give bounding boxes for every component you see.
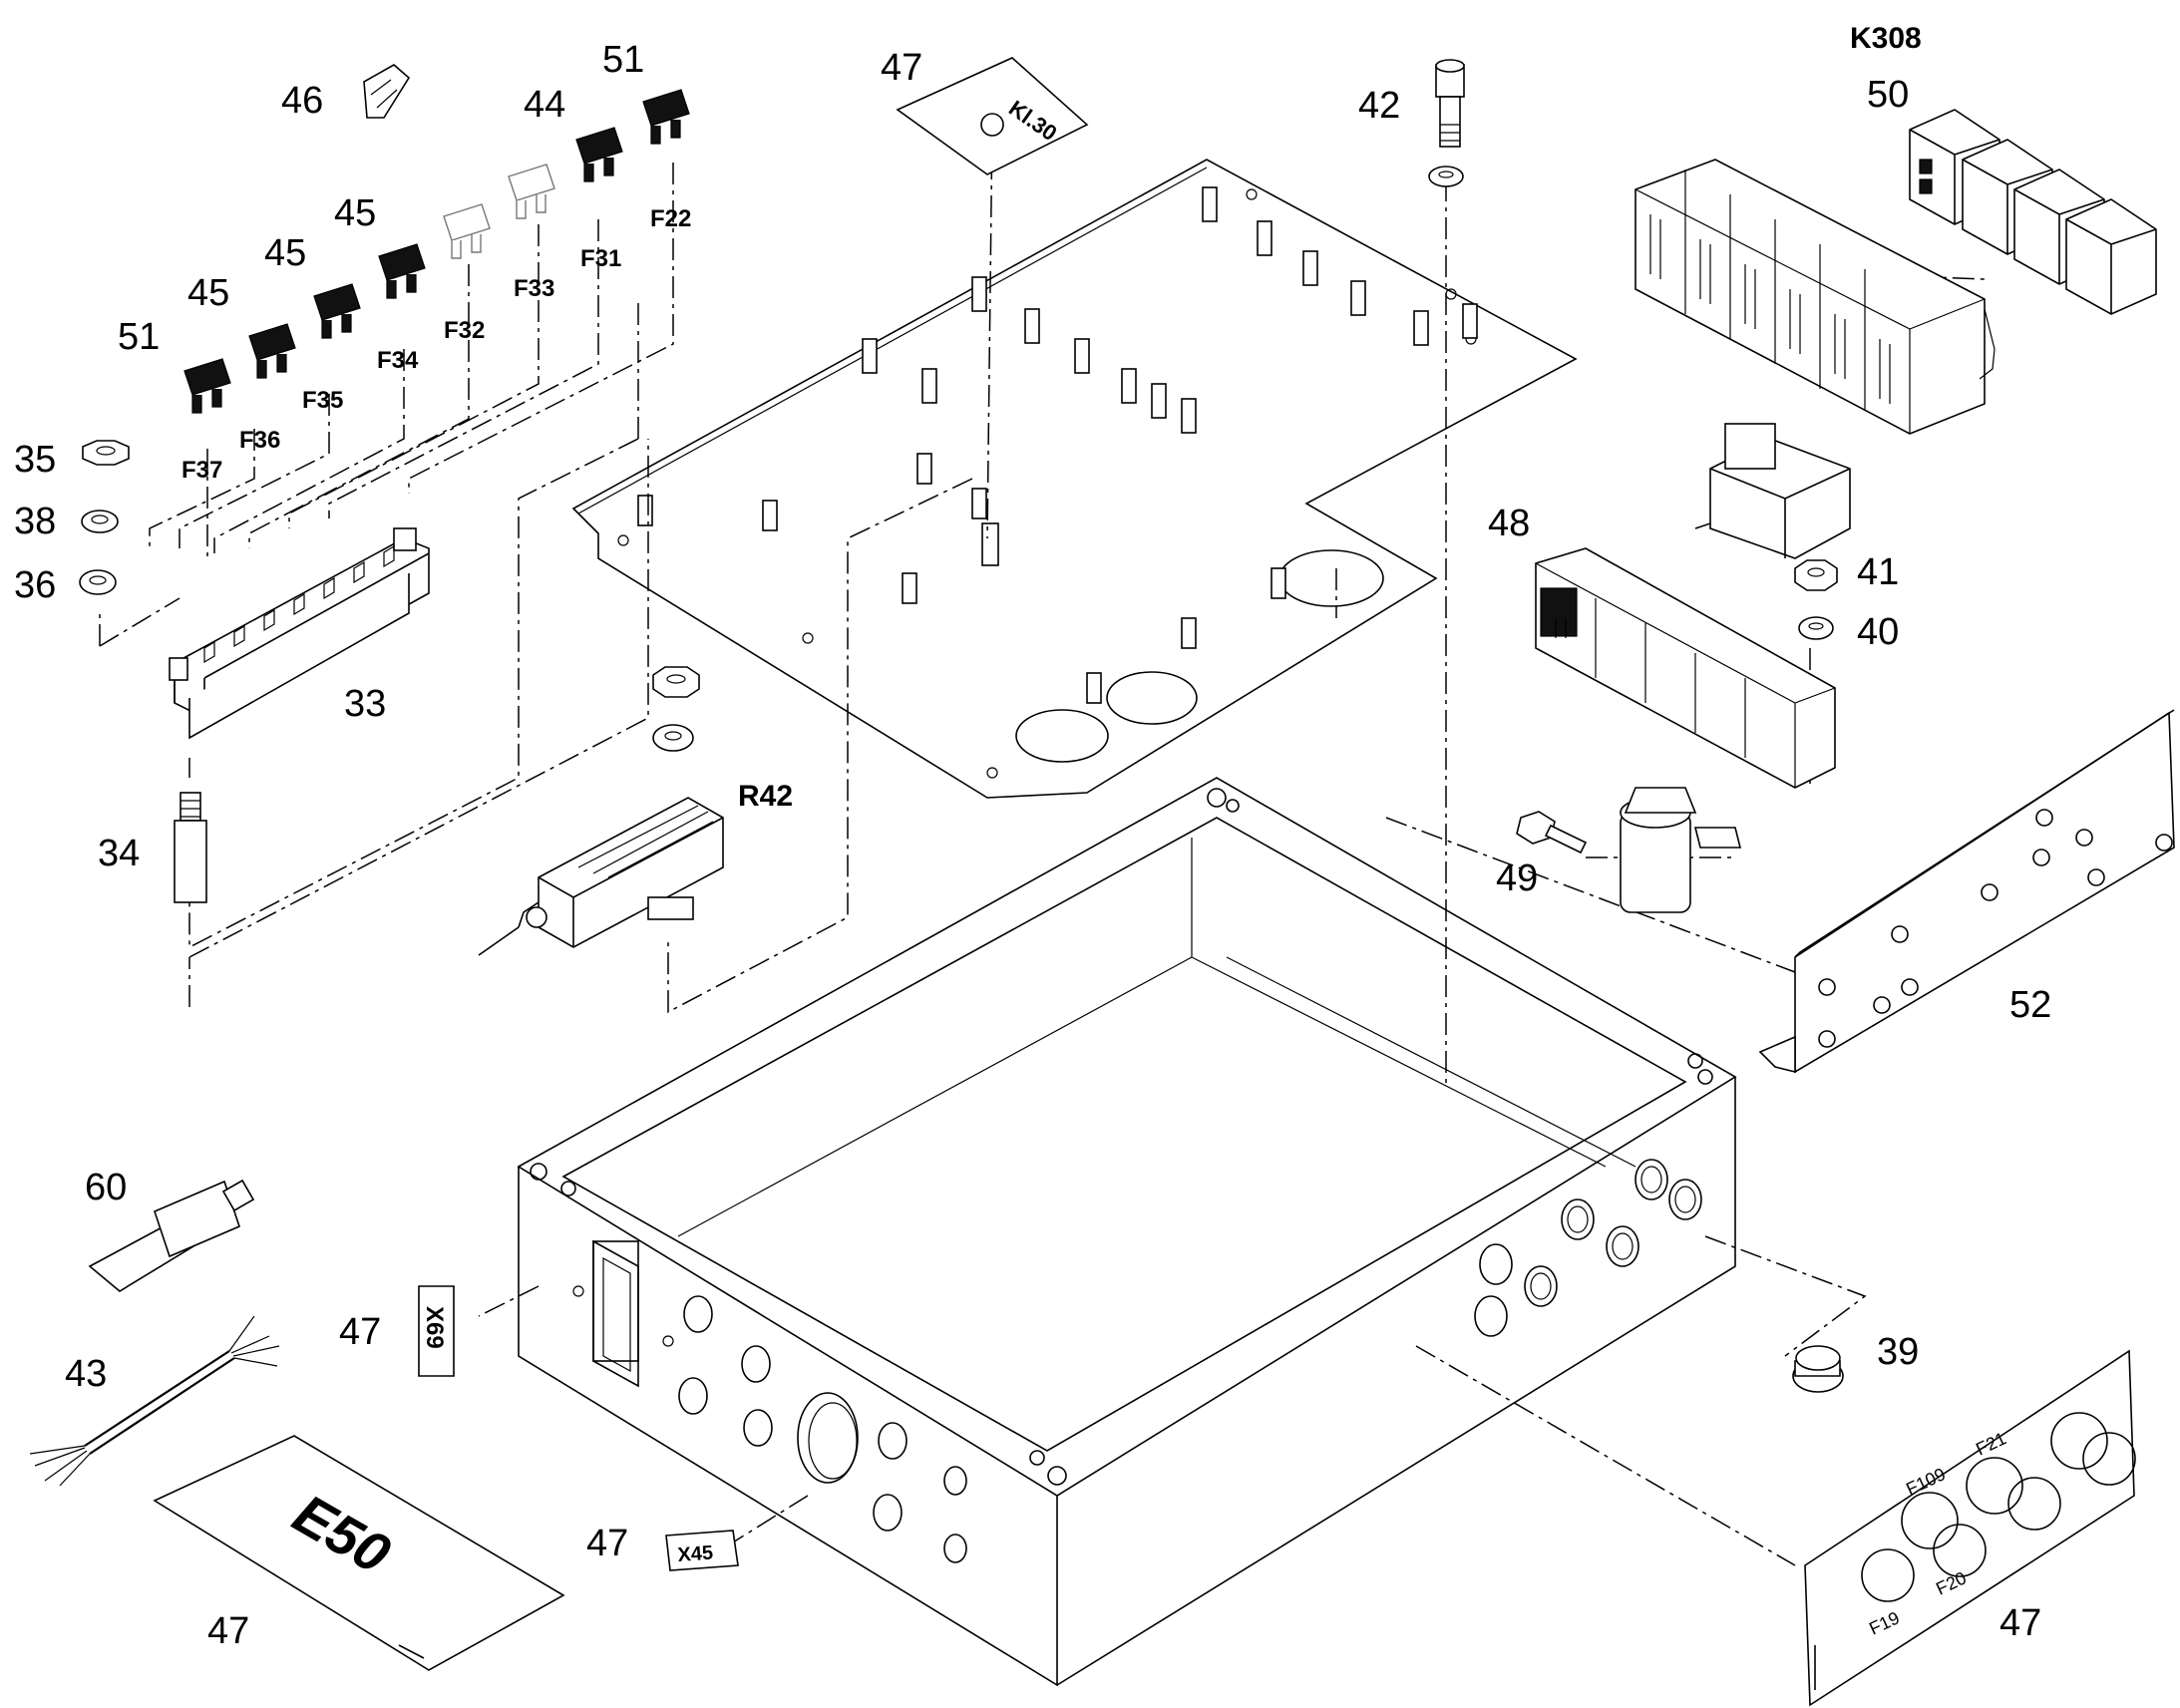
callout-48: 48 <box>1488 503 1530 544</box>
blade-fuse-f36 <box>248 323 296 379</box>
fuse-label-f31: F31 <box>580 245 621 272</box>
callout-41: 41 <box>1857 551 1899 593</box>
fuse-label-sheet: F109 F21 F19 F20 <box>1804 1349 2136 1707</box>
x45-label-tag: X45 <box>665 1530 739 1571</box>
fuse-puller-icon <box>363 64 411 119</box>
relay-label-k308: K308 <box>1850 22 1922 55</box>
mounting-plate <box>571 159 1578 799</box>
resistor-r42 <box>478 797 724 956</box>
enclosure-box <box>517 777 1737 1687</box>
grease-tube <box>88 1179 255 1292</box>
flat-washer <box>79 569 117 595</box>
cable-wire-harness <box>29 1315 280 1487</box>
callout-47-top: 47 <box>881 47 922 89</box>
callout-38: 38 <box>14 501 56 542</box>
callout-51-left: 51 <box>118 316 160 358</box>
fuse-label-f32: F32 <box>444 317 485 344</box>
screw-washer <box>1428 166 1464 187</box>
callout-47-x69: 47 <box>339 1311 381 1353</box>
callout-35: 35 <box>14 439 56 481</box>
connector-washer <box>1798 616 1834 640</box>
standoff-spacer <box>174 792 207 903</box>
callout-44: 44 <box>524 84 565 126</box>
plug-connector <box>1709 423 1851 559</box>
mounting-bracket <box>1758 709 2175 1074</box>
fuse-holder-block <box>169 527 430 740</box>
hex-nut <box>82 440 130 466</box>
x69-label: X69 <box>421 1306 448 1349</box>
blade-fuse-f35 <box>313 283 361 339</box>
callout-36: 36 <box>14 564 56 606</box>
blade-fuse-f22 <box>642 89 690 145</box>
callout-49: 49 <box>1496 857 1538 899</box>
callout-47-fuse-sheet: 47 <box>1999 1602 2041 1644</box>
fuse-label-f22: F22 <box>650 205 691 232</box>
diode-screw <box>1516 811 1588 854</box>
callout-42: 42 <box>1358 85 1400 127</box>
callout-40: 40 <box>1857 611 1899 653</box>
fuse-label-f36: F36 <box>239 427 280 454</box>
resistor-label-r42: R42 <box>738 780 793 813</box>
callout-45-b: 45 <box>264 232 306 274</box>
resistor-nut <box>652 666 700 698</box>
kl30-label-sheet: Kl.30 <box>896 57 1089 175</box>
fuse-label-f37: F37 <box>182 457 222 484</box>
connector-nut <box>1794 559 1838 591</box>
leader-lines <box>99 119 1986 1566</box>
fuse-label-f33: F33 <box>514 275 554 302</box>
relay-module-3 <box>2065 198 2157 315</box>
callout-52: 52 <box>2009 984 2051 1026</box>
relay-socket-strip <box>1635 159 1996 435</box>
callout-47-e50: 47 <box>207 1610 249 1652</box>
x45-label: X45 <box>677 1542 714 1566</box>
callout-45-c: 45 <box>187 272 229 314</box>
blade-fuse-f34 <box>378 243 426 299</box>
callout-50: 50 <box>1867 74 1909 116</box>
fuse-labels: F22 F31 F33 F32 F34 F35 F36 F37 K308 R42 <box>182 22 1922 813</box>
lock-washer <box>81 510 119 533</box>
callout-43: 43 <box>65 1353 107 1395</box>
callout-51-top: 51 <box>602 39 644 81</box>
blade-fuse-f33 <box>508 164 555 219</box>
resistor-washer <box>652 724 694 752</box>
blade-fuse-f32 <box>443 203 491 259</box>
blade-fuse-f31 <box>575 127 623 182</box>
fuse-label-f34: F34 <box>377 347 419 374</box>
callout-33: 33 <box>344 683 386 725</box>
callout-47-x45: 47 <box>586 1523 628 1564</box>
callout-46: 46 <box>281 80 323 122</box>
blanking-plug <box>1792 1345 1844 1393</box>
callout-34: 34 <box>98 833 140 874</box>
terminal-connector-strip <box>1535 547 1836 789</box>
cap-screw <box>1435 59 1465 148</box>
x69-label-tag: X69 <box>418 1285 455 1377</box>
fuse-label-f35: F35 <box>302 387 343 414</box>
callout-39: 39 <box>1877 1331 1919 1373</box>
callout-60: 60 <box>85 1167 127 1208</box>
capacitor-component <box>1620 787 1742 913</box>
plate-studs <box>637 186 1478 704</box>
blade-fuse-f37 <box>183 358 231 414</box>
e50-label-sheet: E50 <box>153 1435 565 1671</box>
callout-45-a: 45 <box>334 192 376 234</box>
callout-numbers: 51 51 46 44 45 45 45 35 38 36 33 34 47 4… <box>14 39 2051 1652</box>
